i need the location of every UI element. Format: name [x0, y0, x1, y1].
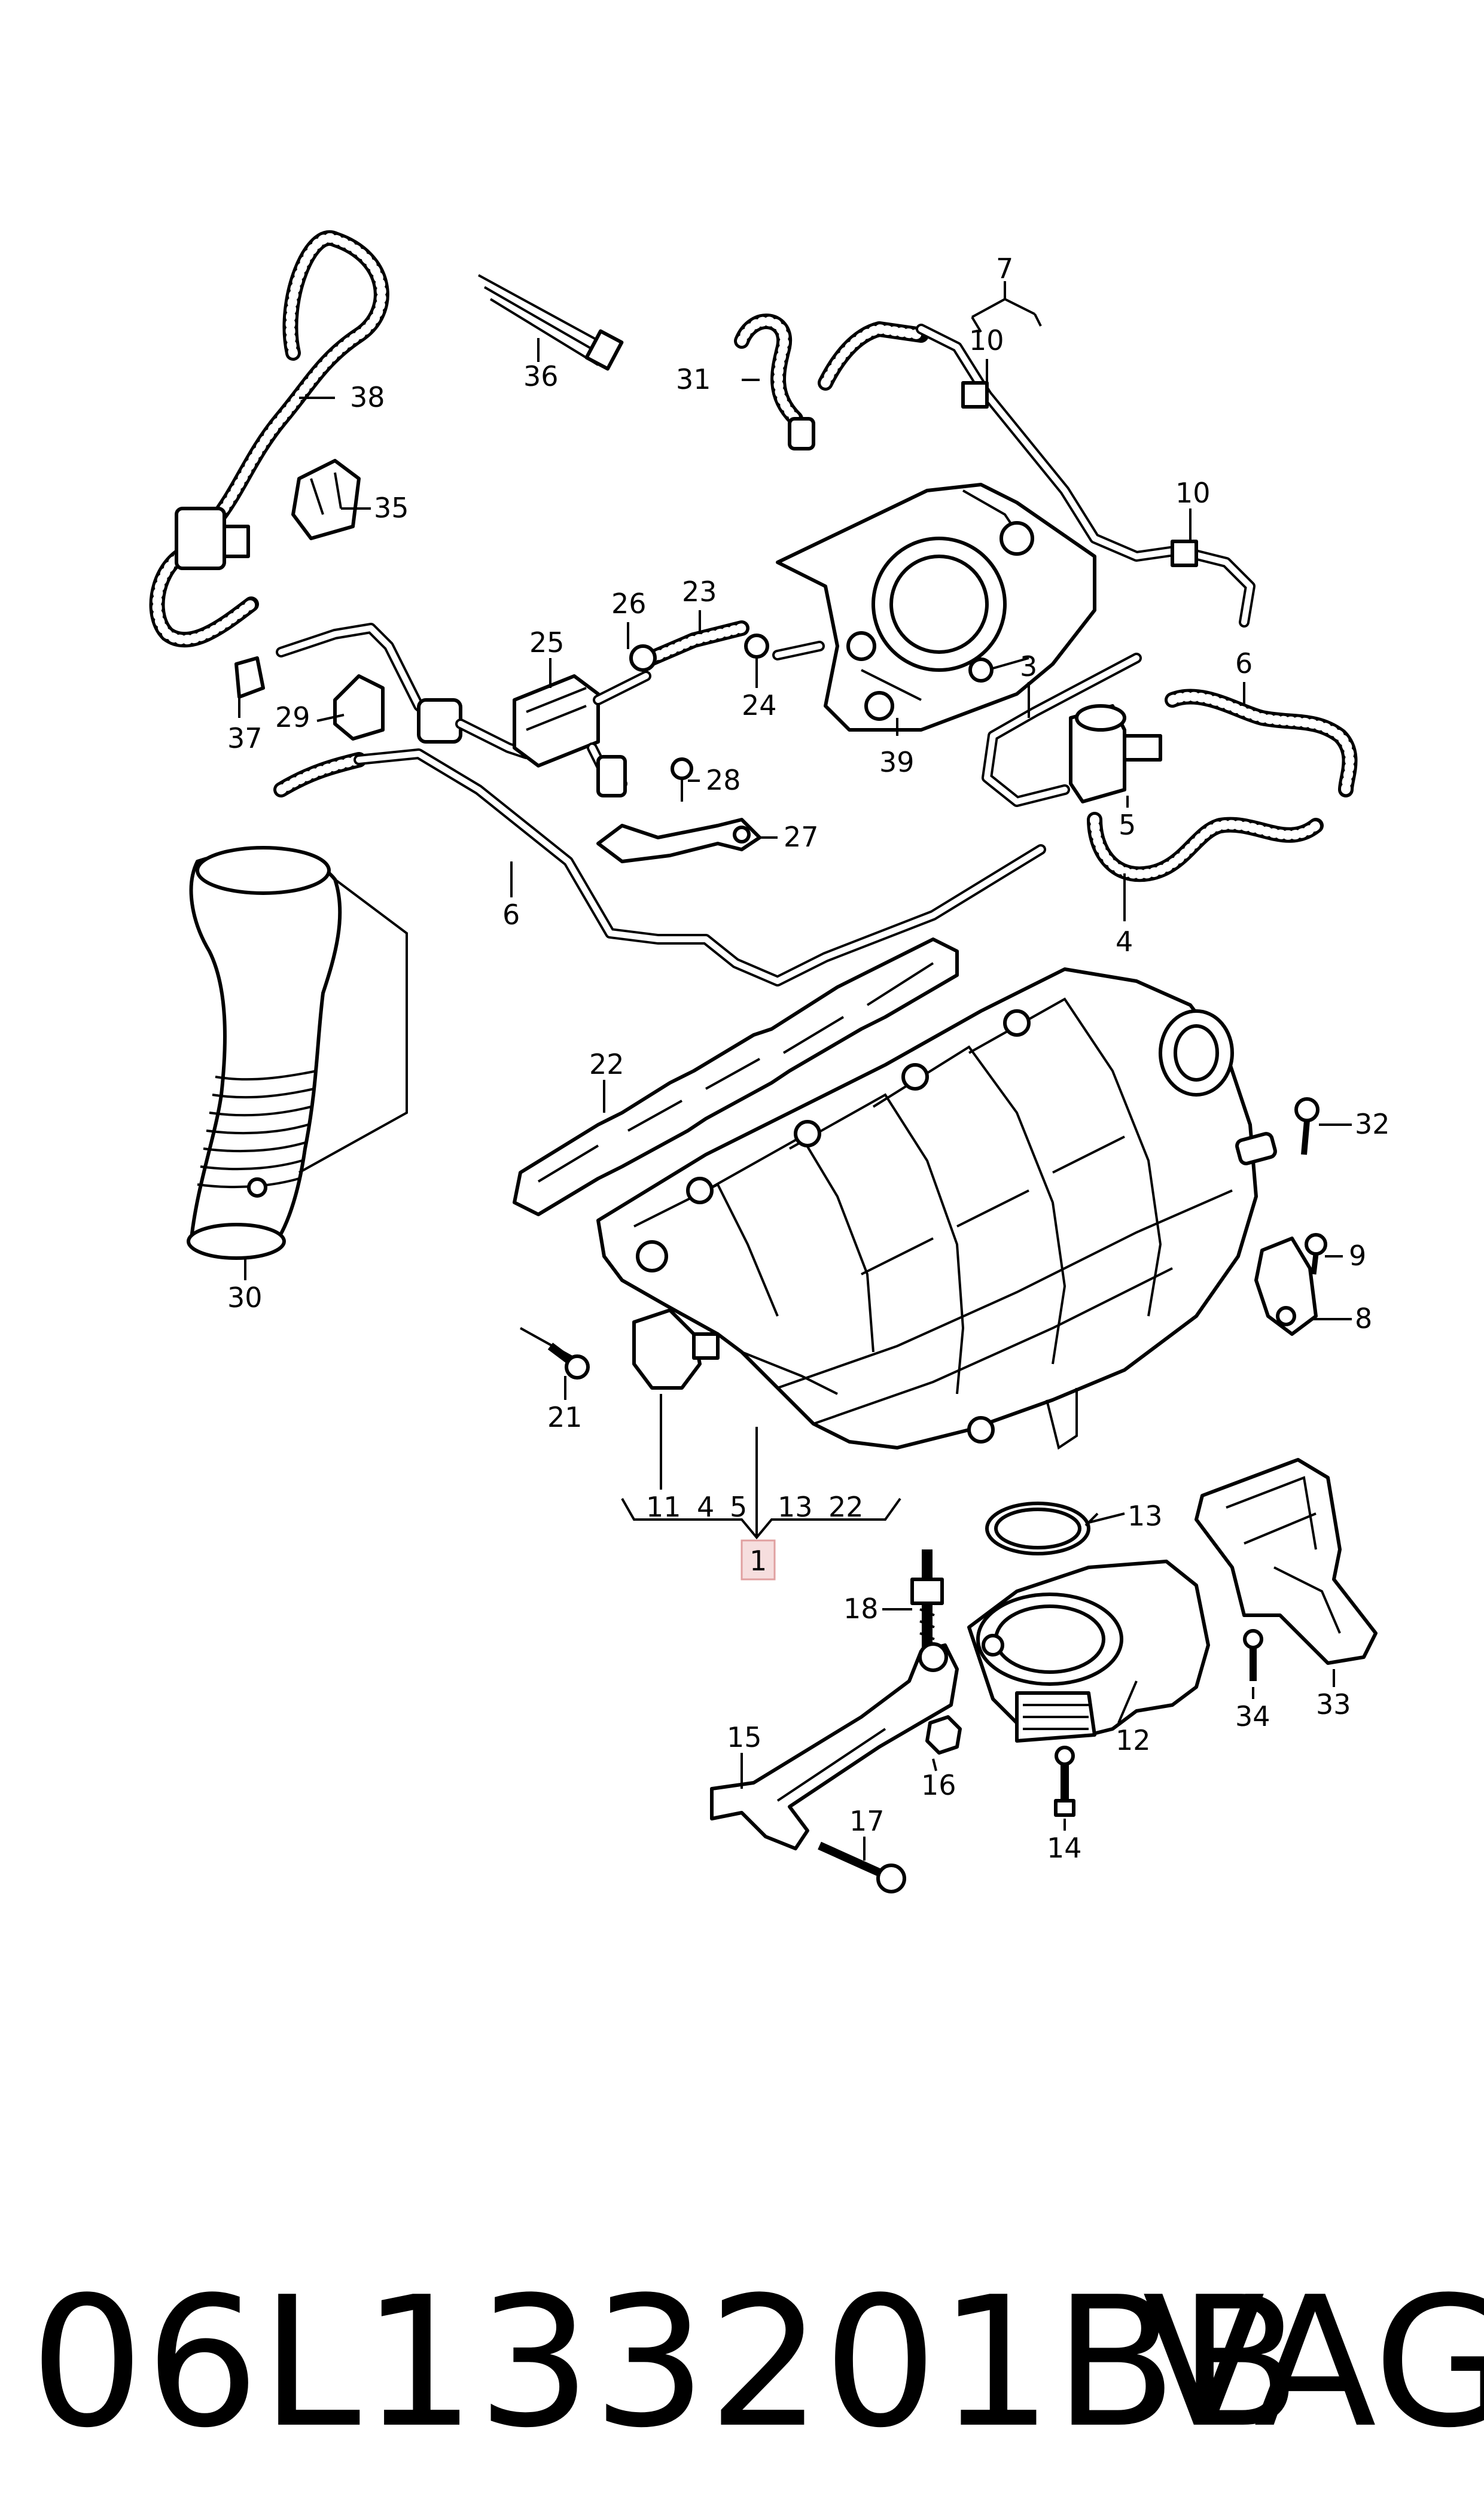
intake-boot-30 [187, 846, 408, 1260]
label-11: 11 [646, 1491, 681, 1523]
exploded-parts-diagram: 38 35 37 29 36 31 7 10 10 25 26 23 24 27… [149, 230, 1390, 1893]
label-26: 26 [611, 587, 647, 620]
label-5: 5 [1119, 809, 1136, 841]
label-23: 23 [682, 576, 717, 608]
o-ring-13 [985, 1502, 1090, 1555]
pipe-3 [982, 653, 1142, 807]
stud-18 [910, 1549, 944, 1651]
label-6-left: 6 [502, 899, 520, 931]
bolt-28 [671, 757, 693, 802]
label-32: 32 [1355, 1108, 1390, 1140]
hose-38 [149, 230, 389, 648]
bracket-29 [333, 674, 385, 741]
label-27: 27 [784, 821, 819, 853]
label-16: 16 [921, 1769, 956, 1801]
bolt-17 [818, 1841, 906, 1893]
hose-6-right [1165, 689, 1358, 797]
bolt-14 [1054, 1746, 1075, 1817]
label-14: 14 [1047, 1832, 1082, 1864]
label-10-right: 10 [1175, 477, 1211, 509]
label-30: 30 [227, 1281, 263, 1314]
label-12: 12 [1116, 1724, 1151, 1756]
sensor-8 [1254, 1237, 1318, 1336]
label-18: 18 [843, 1593, 879, 1625]
label-17: 17 [849, 1805, 885, 1837]
label-9: 9 [1349, 1240, 1366, 1272]
clip-37 [234, 656, 265, 699]
label-22-gasket: 22 [589, 1048, 624, 1080]
label-28: 28 [706, 764, 741, 796]
gasket-22 [513, 937, 959, 1216]
part-number: 06L133201BB [30, 2258, 1303, 2467]
label-24: 24 [742, 689, 777, 721]
label-31: 31 [676, 363, 711, 395]
hose-23 [629, 620, 825, 672]
label-21: 21 [547, 1401, 583, 1433]
brand-name: VAG [1142, 2258, 1484, 2467]
bolt-34 [1243, 1629, 1263, 1681]
cable-ties-36 [478, 274, 624, 371]
nut-16 [925, 1715, 962, 1755]
bracket-15 [710, 1642, 959, 1850]
label-13-group: 13 [778, 1491, 813, 1523]
label-4-right: 4 [1116, 925, 1133, 958]
label-33: 33 [1316, 1688, 1351, 1721]
label-1: 1 [749, 1545, 767, 1577]
hose-31 [734, 313, 929, 450]
label-37: 37 [227, 722, 263, 754]
bracket-27 [596, 818, 761, 863]
label-36: 36 [523, 360, 559, 392]
label-34: 34 [1235, 1700, 1270, 1733]
label-35: 35 [374, 492, 409, 524]
footer: 06L133201BB VAG [24, 2237, 1484, 2489]
sensor-11 [632, 1308, 720, 1390]
label-25: 25 [529, 626, 565, 659]
label-3: 3 [1020, 650, 1037, 683]
leader-lines [238, 281, 1352, 1861]
connector-35 [291, 459, 361, 540]
hose-4 [1087, 812, 1324, 882]
label-5-group: 5 [730, 1491, 747, 1523]
label-7: 7 [996, 252, 1013, 285]
pipe-6 [273, 748, 1046, 987]
label-39: 39 [879, 746, 915, 778]
bracket-33 [1194, 1458, 1378, 1665]
label-6-right: 6 [1235, 647, 1253, 680]
solenoid-valve-5 [1069, 704, 1162, 803]
label-29: 29 [275, 701, 310, 733]
throttle-body-12 [967, 1560, 1210, 1743]
bolt-9 [1305, 1233, 1327, 1275]
intake-manifold-1 [596, 967, 1277, 1450]
label-15: 15 [727, 1721, 762, 1753]
pipe-network-25 [276, 623, 651, 797]
label-22-group: 22 [828, 1491, 864, 1523]
callout-labels: 38 35 37 29 36 31 7 10 10 25 26 23 24 27… [227, 252, 1390, 1864]
regulator-valve-39 [776, 483, 1096, 732]
label-13: 13 [1128, 1500, 1163, 1532]
highlight-box-part-1 [741, 1539, 776, 1581]
pipe-7 [916, 324, 1256, 628]
label-8: 8 [1355, 1302, 1372, 1335]
bolt-32 [1294, 1097, 1320, 1155]
label-10-top: 10 [969, 324, 1004, 357]
label-38: 38 [350, 381, 385, 413]
label-4-group: 4 [697, 1491, 714, 1523]
bolt-21 [520, 1327, 590, 1380]
